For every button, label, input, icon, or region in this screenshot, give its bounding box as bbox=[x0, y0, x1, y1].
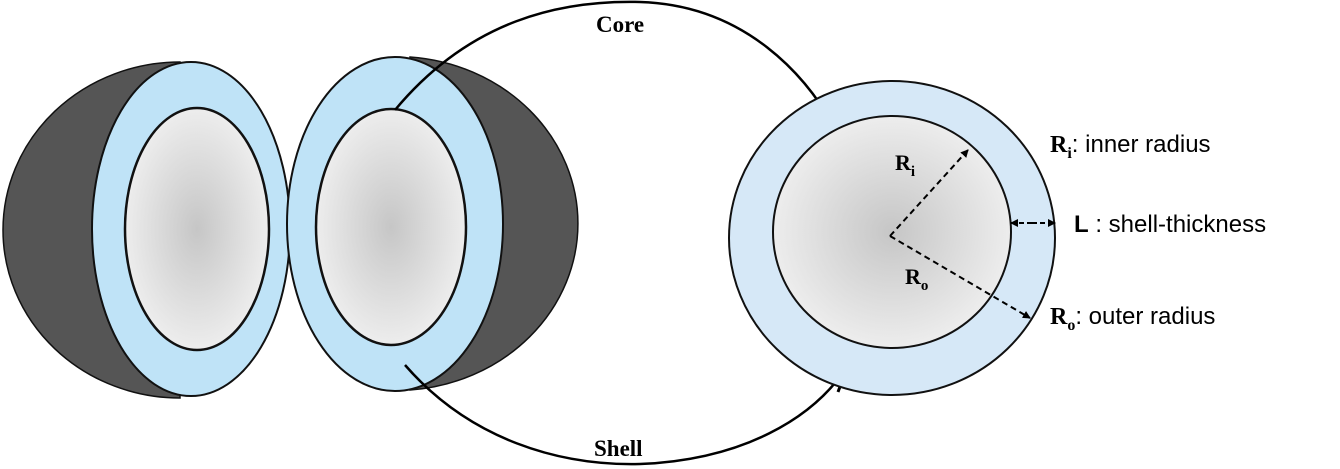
left-hemisphere bbox=[2, 61, 291, 399]
legend-outer-radius: Ro: outer radius bbox=[1050, 303, 1215, 334]
outer-radius-line bbox=[889, 235, 1031, 319]
right-hemisphere bbox=[286, 56, 579, 392]
shell-label: Shell bbox=[594, 436, 643, 461]
ro-inline-label: Ro bbox=[905, 264, 928, 294]
core-label: Core bbox=[596, 12, 644, 37]
sphere-core bbox=[772, 115, 1012, 349]
legend-inner-radius: Ri: inner radius bbox=[1050, 131, 1211, 162]
right-core bbox=[314, 107, 468, 347]
legend-shell-thickness: L : shell-thickness bbox=[1074, 211, 1266, 238]
legend: Ri: inner radius L : shell-thickness Ro:… bbox=[1050, 131, 1266, 334]
core-arrow-curve bbox=[394, 0, 849, 153]
shell-arrow-curve bbox=[404, 361, 852, 466]
left-core bbox=[123, 106, 271, 352]
core-shell-sphere: Ri Ro bbox=[728, 80, 1056, 396]
ri-inline-label: Ri bbox=[895, 150, 915, 180]
